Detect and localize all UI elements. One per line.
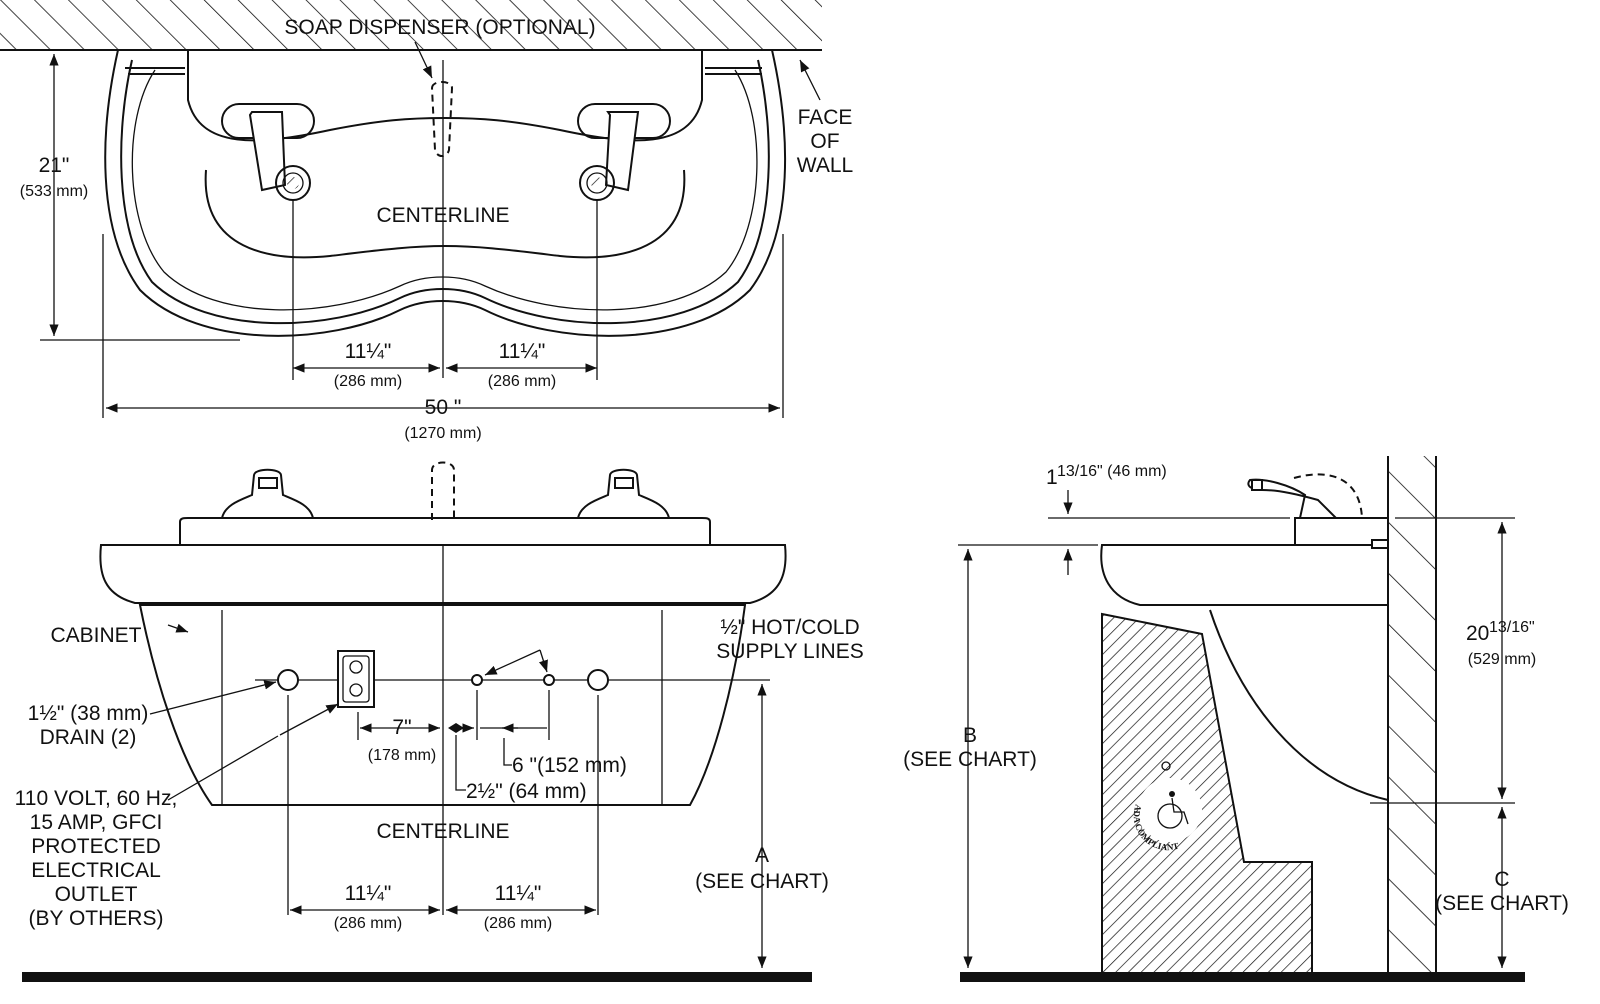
floor-side <box>960 972 1525 982</box>
half-top-right-mm: (286 mm) <box>488 373 556 390</box>
width-dim-in: 50 " <box>425 396 462 419</box>
outlet-offset-mm: (178 mm) <box>368 747 436 764</box>
basin-drop-frac: 13/16" <box>1489 619 1535 636</box>
faucet-deck <box>187 50 703 142</box>
outlet-label-6: (BY OTHERS) <box>29 907 164 930</box>
basin-drop-whole: 20 <box>1466 622 1489 645</box>
depth-dim-in: 21" <box>39 154 70 177</box>
face-of-wall-label-2: OF <box>810 130 839 153</box>
outlet-label-5: OUTLET <box>55 883 138 906</box>
basin-front <box>99 544 787 604</box>
outlet-label-2: 15 AMP, GFCI <box>30 811 163 834</box>
drain-left <box>277 669 299 691</box>
outlet-label-4: ELECTRICAL <box>31 859 161 882</box>
width-dim-mm: (1270 mm) <box>404 425 481 442</box>
centerline-bottom-label: CENTERLINE <box>376 820 509 843</box>
supply-offset-label: 2½" (64 mm) <box>466 780 587 803</box>
half-bot-left-mm: (286 mm) <box>334 915 402 932</box>
half-bot-left-in: 11¼" <box>345 882 392 905</box>
soap-dispenser-label: SOAP DISPENSER (OPTIONAL) <box>284 16 595 39</box>
half-top-left-mm: (286 mm) <box>334 373 402 390</box>
drain-label-1: 1½" (38 mm) <box>28 702 149 725</box>
supply-hole-right <box>543 674 555 686</box>
half-bot-right-in: 11¼" <box>495 882 542 905</box>
c-chart: (SEE CHART) <box>1435 892 1569 915</box>
faucet-left-front <box>220 468 315 519</box>
supply-hole-left <box>471 674 483 686</box>
b-letter: B <box>963 724 977 747</box>
floor-front <box>22 972 812 982</box>
wheelchair-icon <box>1157 791 1189 829</box>
ada-clearance-zone <box>1101 612 1313 975</box>
wall-section-top <box>0 0 822 50</box>
front-elevation-view: CABINET ½" HOT/COLD SUPPLY LINES 1½" (38… <box>15 461 864 982</box>
supply-label-2: SUPPLY LINES <box>716 640 863 663</box>
ada-compliant-seal: ADA COMPLIANT <box>1132 761 1202 852</box>
faucet-left-plan <box>221 103 315 201</box>
drain-label-2: DRAIN (2) <box>40 726 137 749</box>
supply-label-1: ½" HOT/COLD <box>720 616 859 639</box>
soap-dispenser-outline <box>430 81 454 157</box>
b-chart: (SEE CHART) <box>903 748 1037 771</box>
half-top-left-in: 11¼" <box>345 340 392 363</box>
basin-side <box>1100 544 1389 606</box>
centerline-top-label: CENTERLINE <box>376 204 509 227</box>
c-letter: C <box>1494 868 1509 891</box>
faucet-right-plan <box>577 103 671 201</box>
supply-spacing-label: 6 "(152 mm) <box>512 754 627 777</box>
depth-dim-mm: (533 mm) <box>20 183 88 200</box>
cabinet-label: CABINET <box>50 624 141 647</box>
outlet-label-3: PROTECTED <box>31 835 161 858</box>
faucet-right-front <box>576 468 671 519</box>
half-bot-right-mm: (286 mm) <box>484 915 552 932</box>
drain-right <box>587 669 609 691</box>
a-chart: (SEE CHART) <box>695 870 829 893</box>
outlet-offset-in: 7" <box>392 716 411 739</box>
half-top-right-in: 11¼" <box>499 340 546 363</box>
outlet-label-1: 110 VOLT, 60 Hz, <box>15 787 178 810</box>
a-letter: A <box>755 844 769 867</box>
plan-view: SOAP DISPENSER (OPTIONAL) FACE OF WALL C… <box>0 0 853 442</box>
face-of-wall-label-1: FACE <box>798 106 853 129</box>
side-elevation-view: ADA COMPLIANT 1 13/16" (46 mm) B (SEE CH… <box>903 456 1569 982</box>
cabinet-front <box>138 604 747 806</box>
wall-section-side <box>1388 456 1436 976</box>
basin-drop-mm: (529 mm) <box>1468 651 1536 668</box>
faucet-height-frac: 13/16" (46 mm) <box>1057 463 1167 480</box>
face-of-wall-label-3: WALL <box>797 154 853 177</box>
faucet-height-whole: 1 <box>1046 466 1058 489</box>
electrical-outlet <box>337 650 375 708</box>
